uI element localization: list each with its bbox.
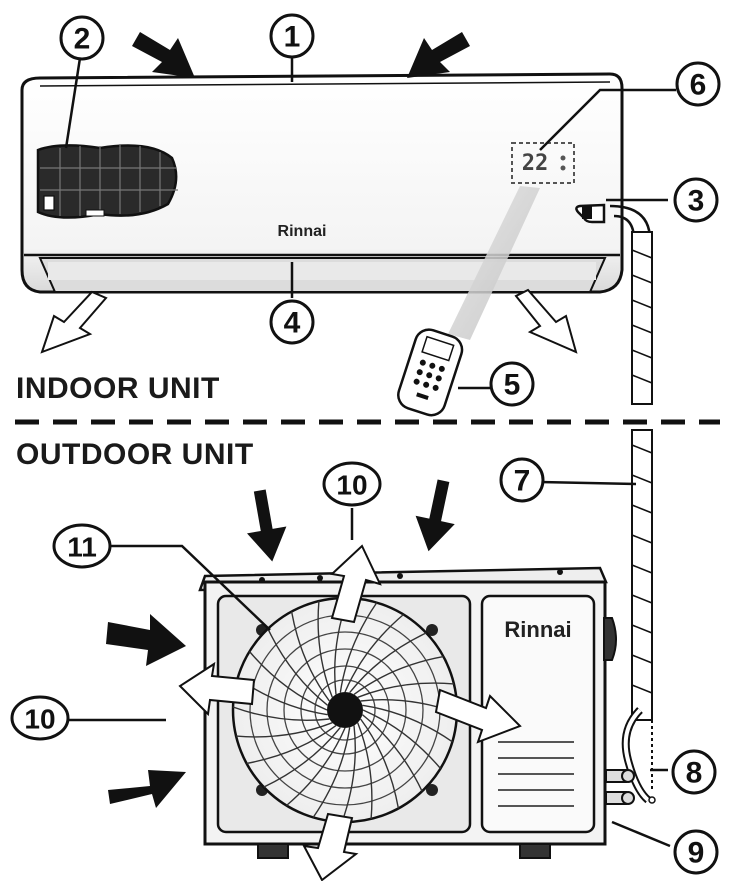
callout-label: 10: [24, 704, 55, 735]
callout-10-left: 10: [12, 697, 68, 739]
temperature-readout: 22: [522, 151, 549, 176]
callout-label: 2: [74, 23, 91, 56]
callout-1: 1: [271, 15, 313, 57]
callout-label: 1: [284, 21, 301, 54]
callout-11: 11: [54, 525, 110, 567]
callout-label: 6: [690, 69, 707, 102]
callout-8: 8: [673, 751, 715, 793]
callout-label: 11: [67, 532, 97, 563]
outdoor-brand-logo: Rinnai: [504, 617, 571, 642]
remote-control: [395, 326, 466, 419]
callout-3: 3: [675, 179, 717, 221]
callout-2: 2: [61, 17, 103, 59]
outdoor-unit-label: OUTDOOR UNIT: [16, 438, 254, 472]
callout-4: 4: [271, 301, 313, 343]
callout-10-top: 10: [324, 463, 380, 505]
indoor-brand-logo: Rinnai: [278, 223, 327, 240]
callout-label: 10: [336, 470, 367, 501]
callout-9: 9: [675, 831, 717, 873]
callout-label: 4: [284, 307, 301, 340]
callout-label: 5: [504, 369, 521, 402]
callout-label: 8: [686, 757, 703, 790]
callout-label: 7: [514, 465, 531, 498]
fan-grille: [233, 598, 457, 822]
air-filter-cutaway: [38, 144, 178, 218]
callout-6: 6: [677, 63, 719, 105]
refrigerant-pipe: [610, 206, 655, 803]
indoor-unit-label: INDOOR UNIT: [16, 372, 220, 406]
callout-label: 9: [688, 837, 705, 870]
callout-7: 7: [501, 459, 543, 501]
callout-5: 5: [491, 363, 533, 405]
callout-label: 3: [688, 185, 705, 218]
